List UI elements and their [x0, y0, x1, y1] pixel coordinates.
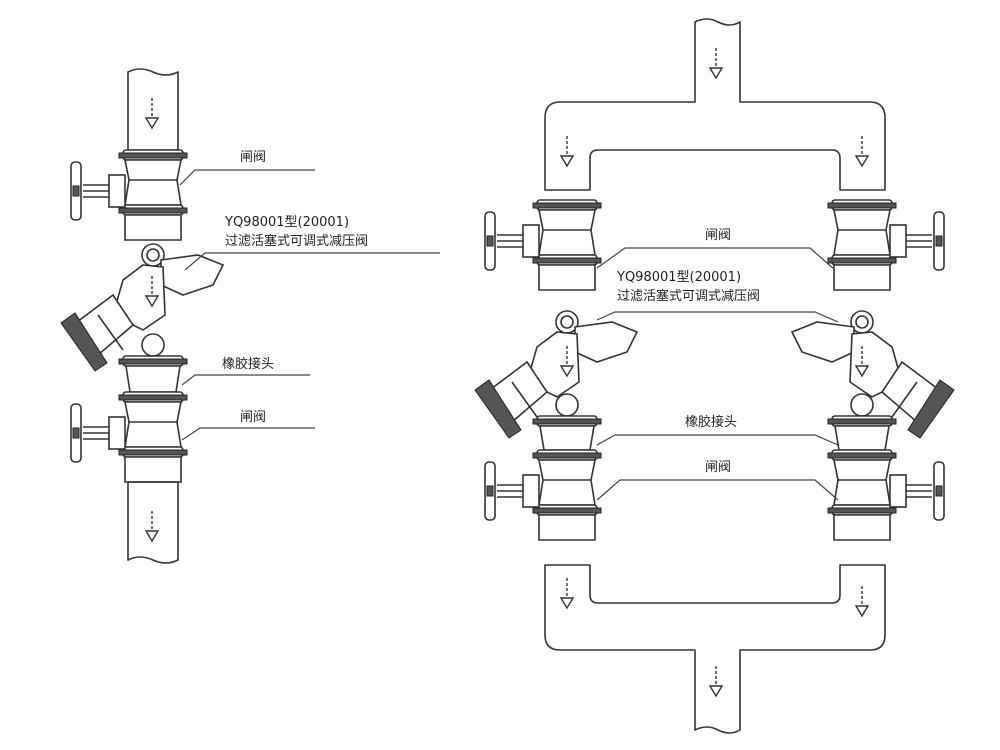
left-gate-valve-top: [70, 149, 188, 241]
right-leader-rubber: [596, 434, 839, 446]
right-left-rubber-joint: [532, 415, 602, 451]
right-label-gate-valve-bottom: 闸阀: [705, 460, 732, 475]
left-gate-valve-bottom: [70, 391, 188, 483]
left-flow-arrow-bottom: [145, 510, 159, 542]
right-right-rubber-joint: [827, 415, 897, 451]
right-right-gate-valve-bottom: [827, 449, 945, 541]
left-flow-arrow-top: [145, 97, 159, 129]
left-label-rubber-joint: 橡胶接头: [222, 357, 275, 372]
right-assembly: [474, 18, 955, 734]
right-label-prv: 过滤活塞式可调式减压阀: [617, 289, 761, 304]
left-leader-gate-top: [179, 169, 315, 186]
right-label-gate-valve-top: 闸阀: [705, 228, 732, 243]
right-outlet-manifold: [544, 564, 886, 734]
left-label-prv: 过滤活塞式可调式减压阀: [225, 234, 369, 249]
right-flow-arrow-left-bottom: [560, 577, 574, 609]
left-label-model: YQ98001型(20001): [225, 215, 350, 230]
right-flow-arrow-inlet: [709, 47, 723, 79]
right-flow-arrow-right-bottom: [855, 585, 869, 617]
right-inlet-manifold: [544, 18, 886, 191]
right-left-gate-valve-top: [484, 199, 602, 291]
left-outlet-pipe: [127, 481, 179, 564]
right-leader-gate-top: [596, 247, 836, 271]
right-flow-arrow-outlet: [709, 665, 723, 697]
left-rubber-joint: [118, 355, 188, 393]
left-leader-prv: [184, 252, 440, 271]
left-label-gate-valve-bottom: 闸阀: [240, 410, 267, 425]
left-inlet-pipe: [127, 68, 179, 151]
right-leader-prv: [596, 311, 839, 323]
right-right-union-ball: [850, 393, 874, 417]
right-label-model: YQ98001型(20001): [617, 270, 742, 285]
right-flow-arrow-right-top: [855, 135, 869, 167]
right-flow-arrow-left-top: [560, 135, 574, 167]
left-assembly: [60, 68, 440, 564]
left-prv-filter: [60, 243, 224, 372]
left-leader-gate-bottom: [181, 427, 315, 441]
right-label-rubber-joint: 橡胶接头: [685, 415, 738, 430]
right-left-union-ball: [555, 393, 579, 417]
left-union-ball: [141, 333, 165, 357]
right-leader-gate-bottom: [596, 479, 839, 501]
left-leader-rubber: [181, 374, 310, 386]
right-left-gate-valve-bottom: [484, 449, 602, 541]
left-label-gate-valve-top: 闸阀: [240, 150, 267, 165]
right-right-gate-valve-top: [827, 199, 945, 291]
